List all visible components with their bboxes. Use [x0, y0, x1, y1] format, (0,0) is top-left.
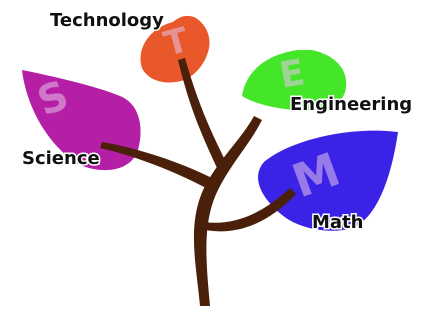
math-label: Math: [312, 212, 363, 233]
math-leaf: [258, 130, 398, 231]
technology-leaf: [140, 15, 210, 83]
tree-trunk: [100, 58, 296, 306]
engineering-label: Engineering: [290, 94, 412, 115]
science-label: Science: [22, 148, 100, 169]
engineering-leaf: [242, 50, 347, 111]
technology-label: Technology: [50, 10, 164, 31]
